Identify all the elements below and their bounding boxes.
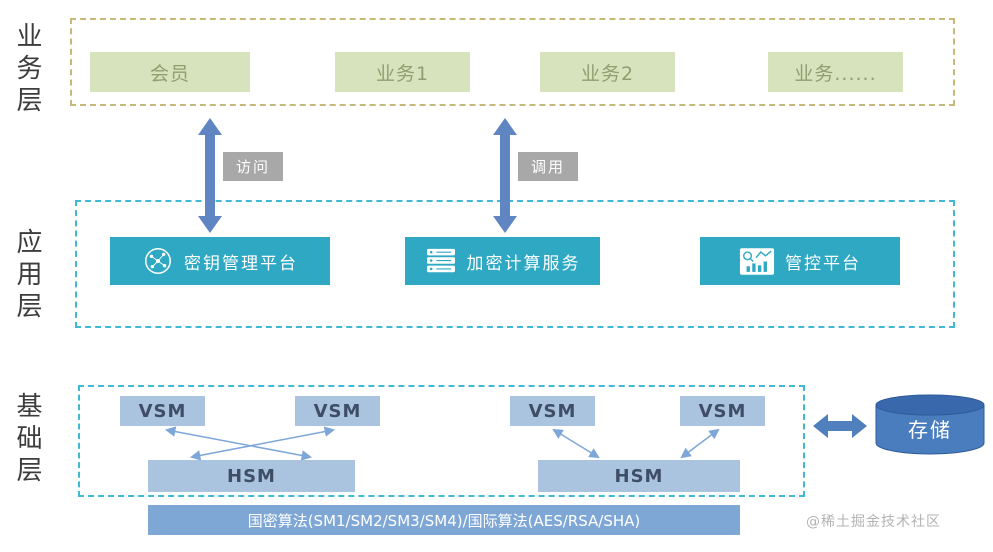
app-box-control-platform: 管控平台 — [700, 237, 900, 285]
application-layer-label: 应用层 — [12, 228, 42, 324]
base-layer-frame — [78, 385, 805, 497]
algorithm-bar: 国密算法(SM1/SM2/SM3/SM4)/国际算法(AES/RSA/SHA) — [148, 505, 740, 535]
storage-cylinder: 存储 — [874, 393, 986, 461]
business-box-service1: 业务1 — [335, 52, 470, 92]
storage-arrow — [813, 414, 867, 438]
vsm-box-1: VSM — [120, 396, 205, 426]
app-box-crypto-service: 加密计算服务 — [405, 237, 600, 285]
server-icon — [425, 247, 457, 275]
network-icon — [142, 245, 174, 277]
access-label-badge: 访问 — [223, 152, 284, 181]
app-box-key-management: 密钥管理平台 — [110, 237, 330, 285]
business-layer-label: 业务层 — [12, 22, 42, 118]
business-box-more: 业务...... — [768, 52, 903, 92]
business-box-member: 会员 — [90, 52, 250, 92]
base-layer-label: 基础层 — [12, 392, 42, 488]
storage-label: 存储 — [908, 418, 952, 442]
invoke-label-badge: 调用 — [518, 152, 579, 181]
vsm-box-4: VSM — [680, 396, 765, 426]
app-box-label: 管控平台 — [785, 253, 861, 274]
app-box-label: 密钥管理平台 — [184, 253, 298, 274]
business-box-service2: 业务2 — [540, 52, 675, 92]
app-box-label: 加密计算服务 — [466, 253, 581, 274]
dashboard-icon — [739, 247, 775, 276]
vsm-box-2: VSM — [295, 396, 380, 426]
hsm-box-2: HSM — [538, 460, 740, 492]
watermark: @稀土掘金技术社区 — [806, 514, 941, 530]
hsm-box-1: HSM — [148, 460, 355, 492]
business-layer-frame — [70, 18, 955, 106]
vsm-box-3: VSM — [510, 396, 595, 426]
